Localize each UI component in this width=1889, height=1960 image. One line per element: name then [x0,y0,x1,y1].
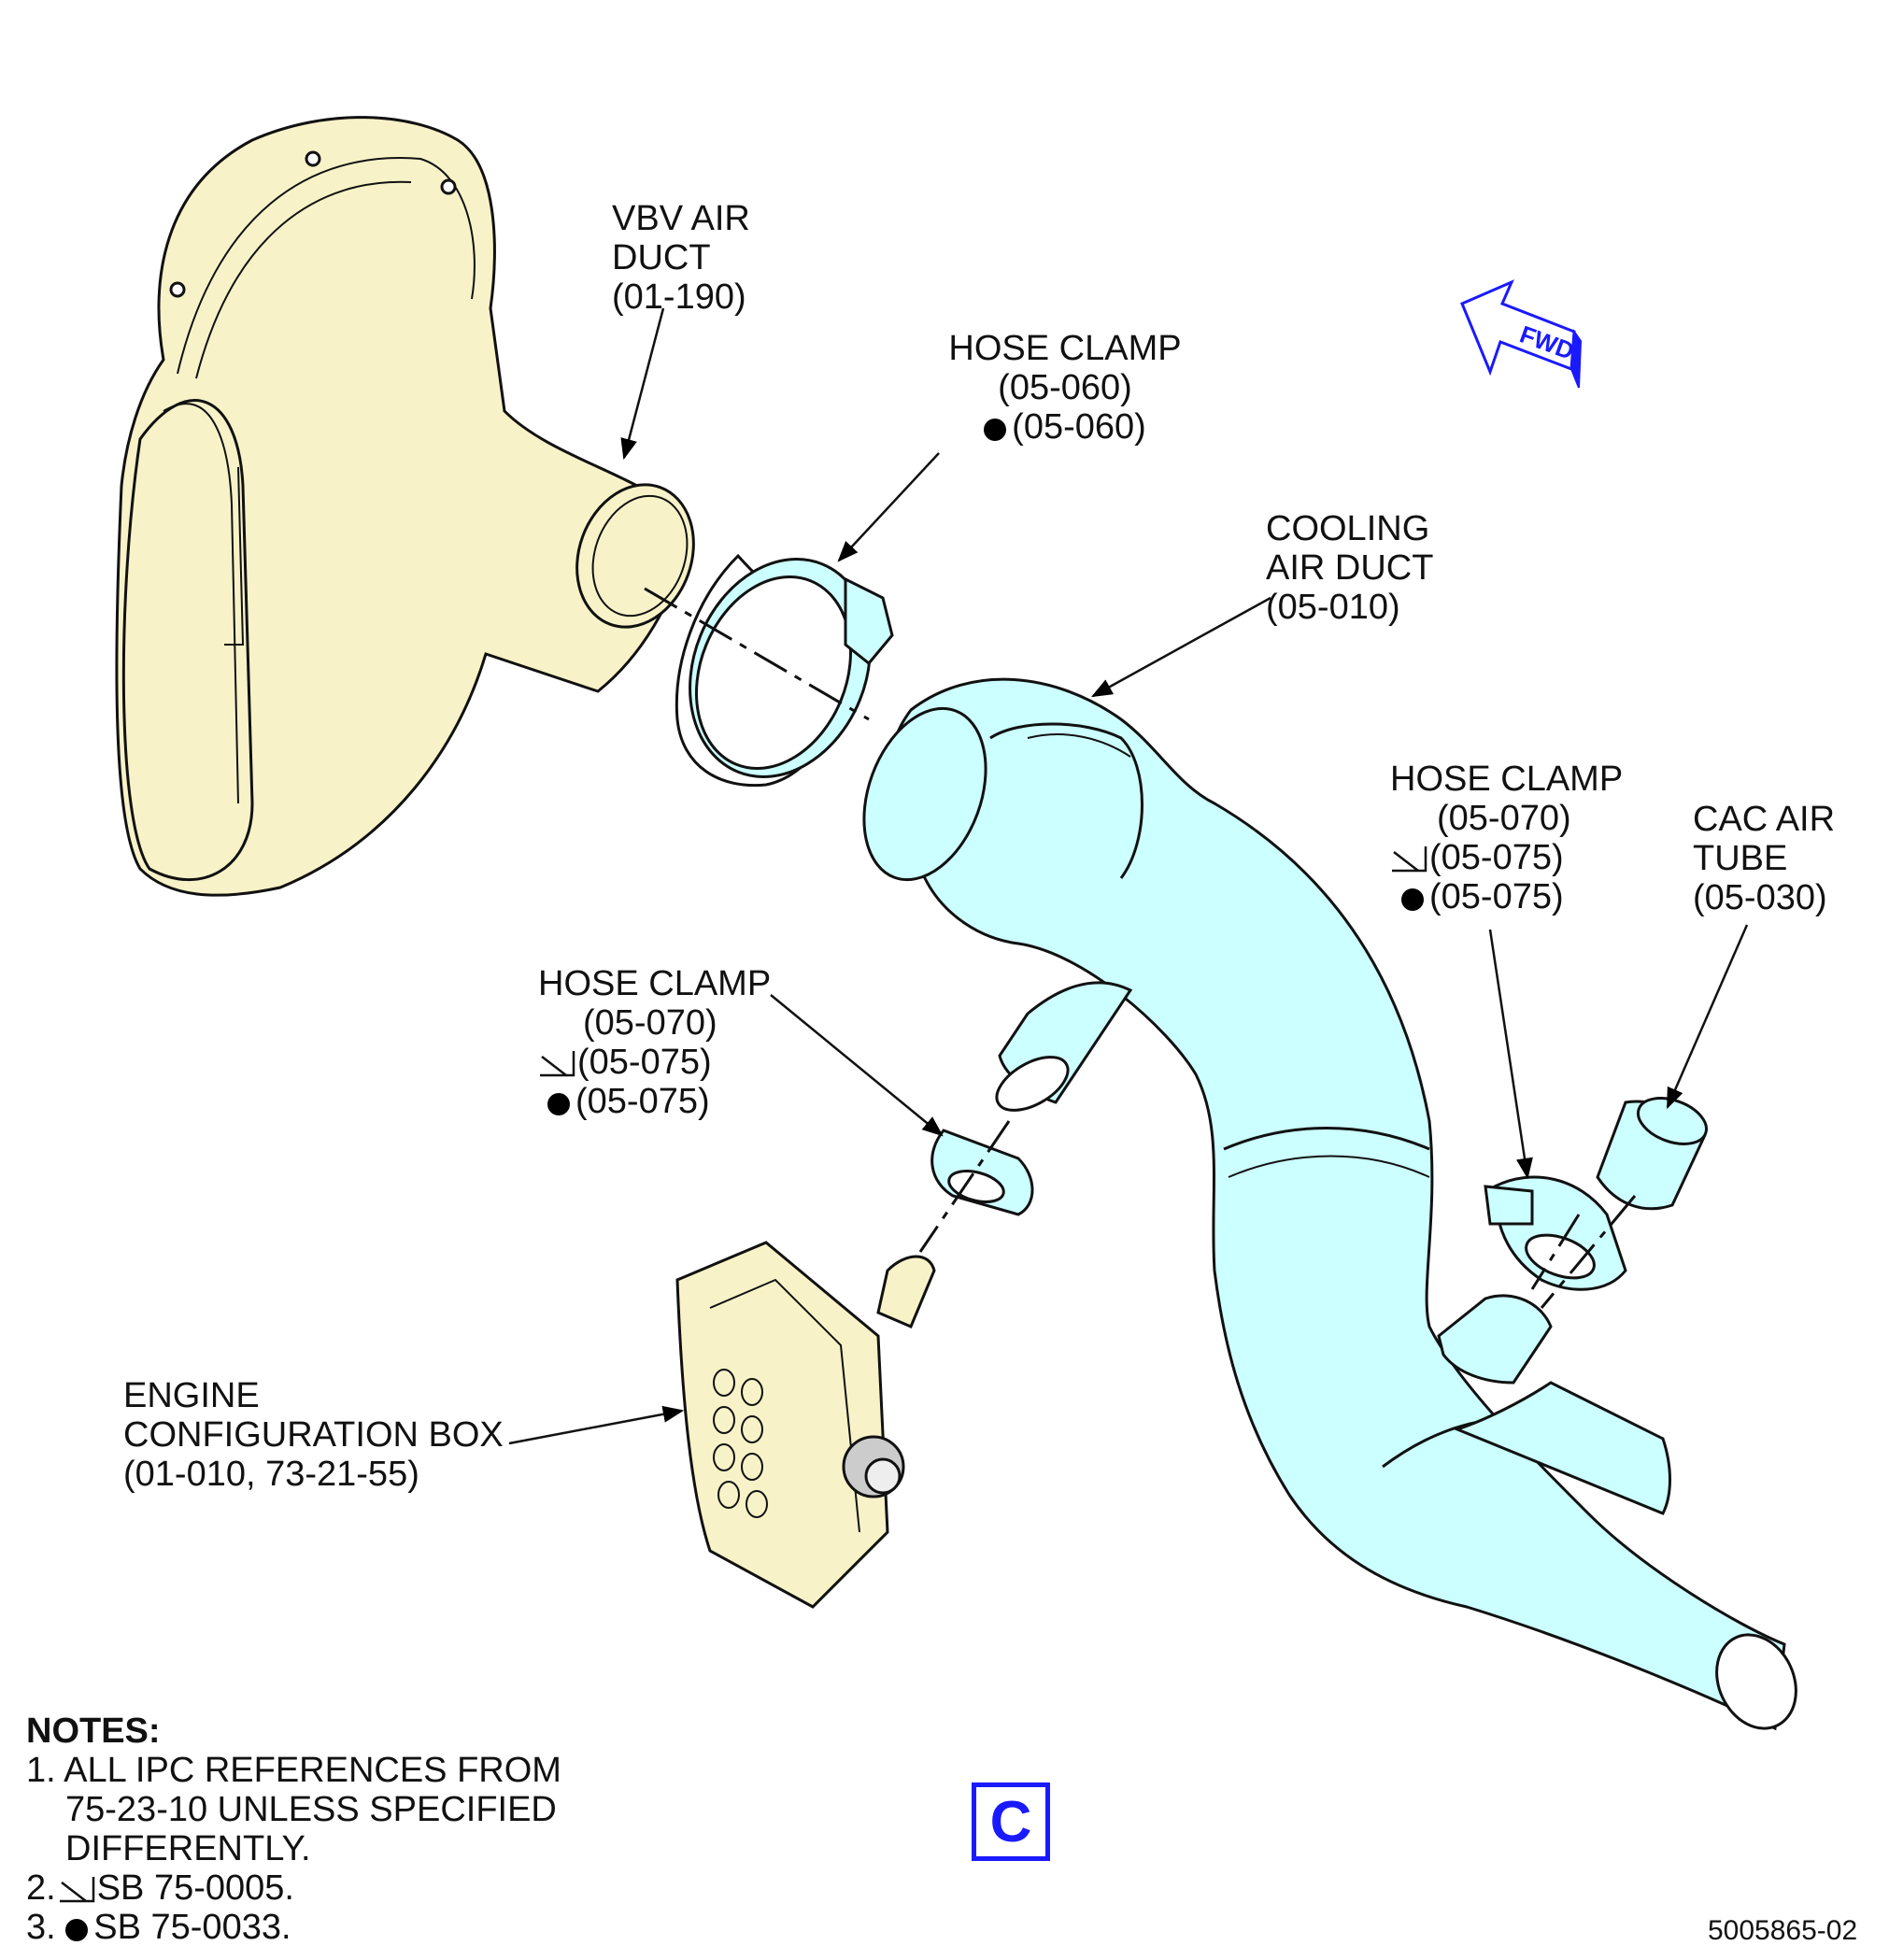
note-number: 3. [26,1908,56,1947]
label-line: TUBE [1693,839,1788,878]
notes-title: NOTES: [26,1711,161,1751]
label-line: (05-010) [1266,588,1400,627]
note-1-line-3: DIFFERENTLY. [65,1829,311,1868]
view-label: C [972,1782,1050,1861]
notes-block: NOTES: 1. ALL IPC REFERENCES FROM 75-23-… [26,1711,561,1947]
label-line: (01-010, 73-21-55) [123,1455,419,1494]
label-line: DUCT [612,238,711,277]
label-line: (05-075) [1390,877,1623,916]
bullet-dot-icon [547,1093,570,1115]
note-1-line-1: 1. ALL IPC REFERENCES FROM [26,1751,561,1790]
label-ref: (05-075) [577,1043,712,1082]
label-line: (05-070) [583,1003,717,1043]
bullet-dot-icon [65,1919,89,1941]
label-line: (05-075) [538,1082,771,1121]
label-line: ENGINE [123,1376,260,1415]
figure-number: 5005865-02 [1708,1915,1858,1946]
label-line: AIR DUCT [1266,548,1434,588]
label-line: CONFIGURATION BOX [123,1415,504,1455]
label-line: (05-060) [944,407,1186,447]
label-ref: (05-060) [1012,407,1146,447]
cac-air-tube-part [1596,1097,1708,1211]
engine-configuration-box [675,1241,936,1609]
vbv-air-duct [115,116,695,897]
label-line: COOLING [1266,509,1430,548]
label-line: (05-075) [1390,838,1623,877]
sb-triangle-icon [540,1051,575,1077]
label-line: HOSE CLAMP [1390,760,1624,799]
cooling-air-duct [862,677,1797,1731]
label-line: (05-060) [998,368,1132,407]
leader-lines [508,307,1749,1445]
label-cac-air-tube: CAC AIR TUBE (05-030) [1693,800,1835,917]
label-line: (05-070) [1437,799,1571,838]
label-line: (01-190) [612,277,746,317]
label-ref: (05-075) [575,1082,710,1121]
bullet-dot-icon [1401,888,1424,911]
label-vbv-air-duct: VBV AIR DUCT (01-190) [612,199,750,317]
label-ref: (05-075) [1429,877,1564,916]
note-1-line-2: 75-23-10 UNLESS SPECIFIED [65,1790,557,1829]
note-2: 2. SB 75-0005. [26,1868,561,1908]
label-cooling-air-duct: COOLING AIR DUCT (05-010) [1266,509,1433,627]
fwd-arrow: FWD [1460,279,1583,389]
hose-clamp-left-part [930,1129,1034,1216]
label-hose-clamp-top: HOSE CLAMP (05-060) (05-060) [944,329,1186,447]
hose-clamp-right-part [1484,1175,1627,1291]
label-line: (05-075) [538,1043,771,1082]
note-text: SB 75-0033. [93,1908,291,1947]
note-number: 2. [26,1868,56,1908]
label-line: CAC AIR [1693,800,1836,839]
label-hose-clamp-left: HOSE CLAMP (05-070) (05-075) (05-075) [538,964,771,1121]
label-line: HOSE CLAMP [948,329,1182,368]
label-line: (05-030) [1693,878,1827,917]
sb-triangle-icon [1392,846,1427,873]
note-3: 3. SB 75-0033. [26,1908,561,1947]
sb-triangle-icon [59,1877,94,1903]
centerlines [644,587,1637,1309]
label-hose-clamp-right: HOSE CLAMP (05-070) (05-075) (05-075) [1390,760,1623,916]
label-line: HOSE CLAMP [538,964,772,1003]
bullet-dot-icon [984,419,1007,441]
label-engine-configuration-box: ENGINE CONFIGURATION BOX (01-010, 73-21-… [123,1376,504,1494]
label-ref: (05-075) [1429,838,1564,877]
label-line: VBV AIR [612,199,750,238]
note-text: SB 75-0005. [96,1868,294,1908]
